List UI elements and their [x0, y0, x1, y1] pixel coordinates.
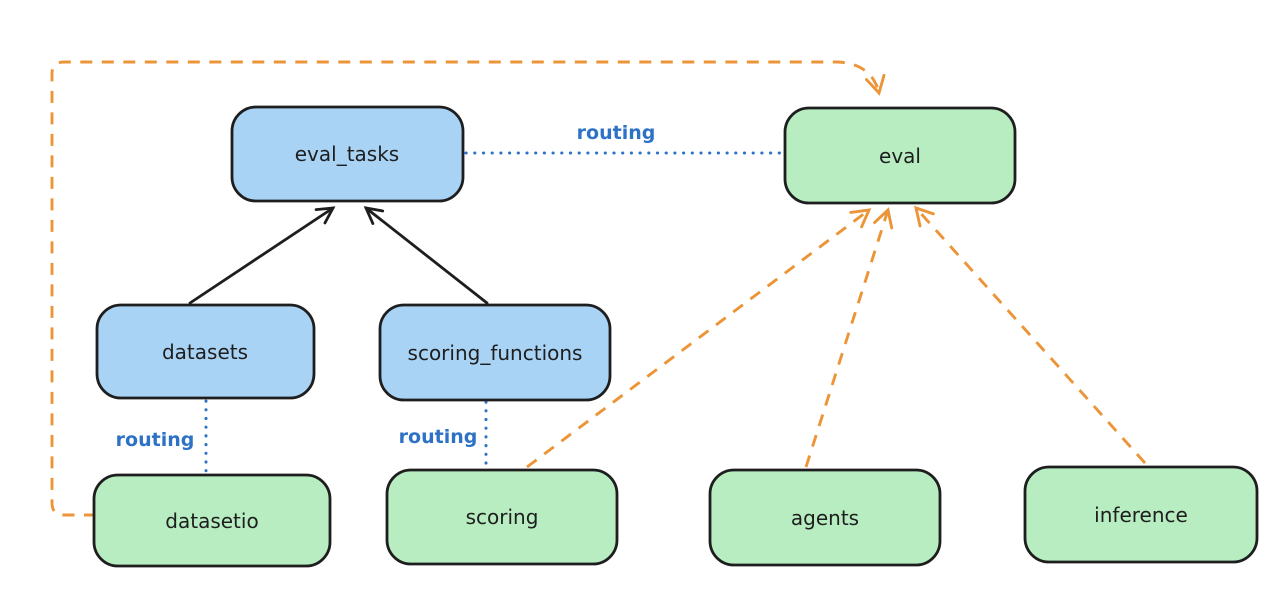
- node-scoring_functions-box: [378, 303, 612, 402]
- node-datasets-box: [95, 303, 316, 400]
- node-agents-label: agents: [791, 506, 859, 530]
- node-inference-box: [1023, 465, 1259, 564]
- node-datasetio-label: datasetio: [165, 509, 258, 533]
- node-eval_tasks-box: [230, 105, 465, 203]
- edge-scoring-to-eval: [526, 208, 872, 469]
- edge-datasetio-to-eval: [50, 60, 886, 517]
- node-eval-label: eval: [879, 144, 921, 168]
- edge-scoring_functions-to-eval_tasks: [363, 206, 489, 305]
- edge-datasets-to-eval_tasks: [188, 206, 336, 305]
- node-scoring_functions-label: scoring_functions: [408, 341, 583, 365]
- edge-inference-to-eval: [914, 205, 1147, 464]
- edge-label-routing-top: routing: [577, 122, 656, 144]
- node-scoring: scoring: [385, 468, 619, 566]
- node-datasetio: datasetio: [92, 473, 332, 568]
- node-agents-box: [708, 468, 942, 567]
- edge-agents-to-eval: [804, 207, 894, 468]
- node-scoring_functions: scoring_functions: [378, 303, 612, 402]
- node-eval_tasks-label: eval_tasks: [295, 142, 399, 166]
- node-inference-label: inference: [1094, 503, 1188, 527]
- edge-label-routing-datasets: routing: [116, 429, 195, 451]
- node-eval: eval: [783, 106, 1017, 205]
- edge-label-routing-scoring: routing: [399, 426, 478, 448]
- node-eval-box: [783, 106, 1017, 205]
- node-datasets: datasets: [95, 303, 316, 400]
- node-inference: inference: [1023, 465, 1259, 564]
- node-agents: agents: [708, 468, 942, 567]
- node-datasets-label: datasets: [162, 340, 248, 364]
- node-scoring-box: [385, 468, 619, 566]
- node-scoring-label: scoring: [466, 505, 539, 529]
- node-datasetio-box: [92, 473, 332, 568]
- node-eval_tasks: eval_tasks: [230, 105, 465, 203]
